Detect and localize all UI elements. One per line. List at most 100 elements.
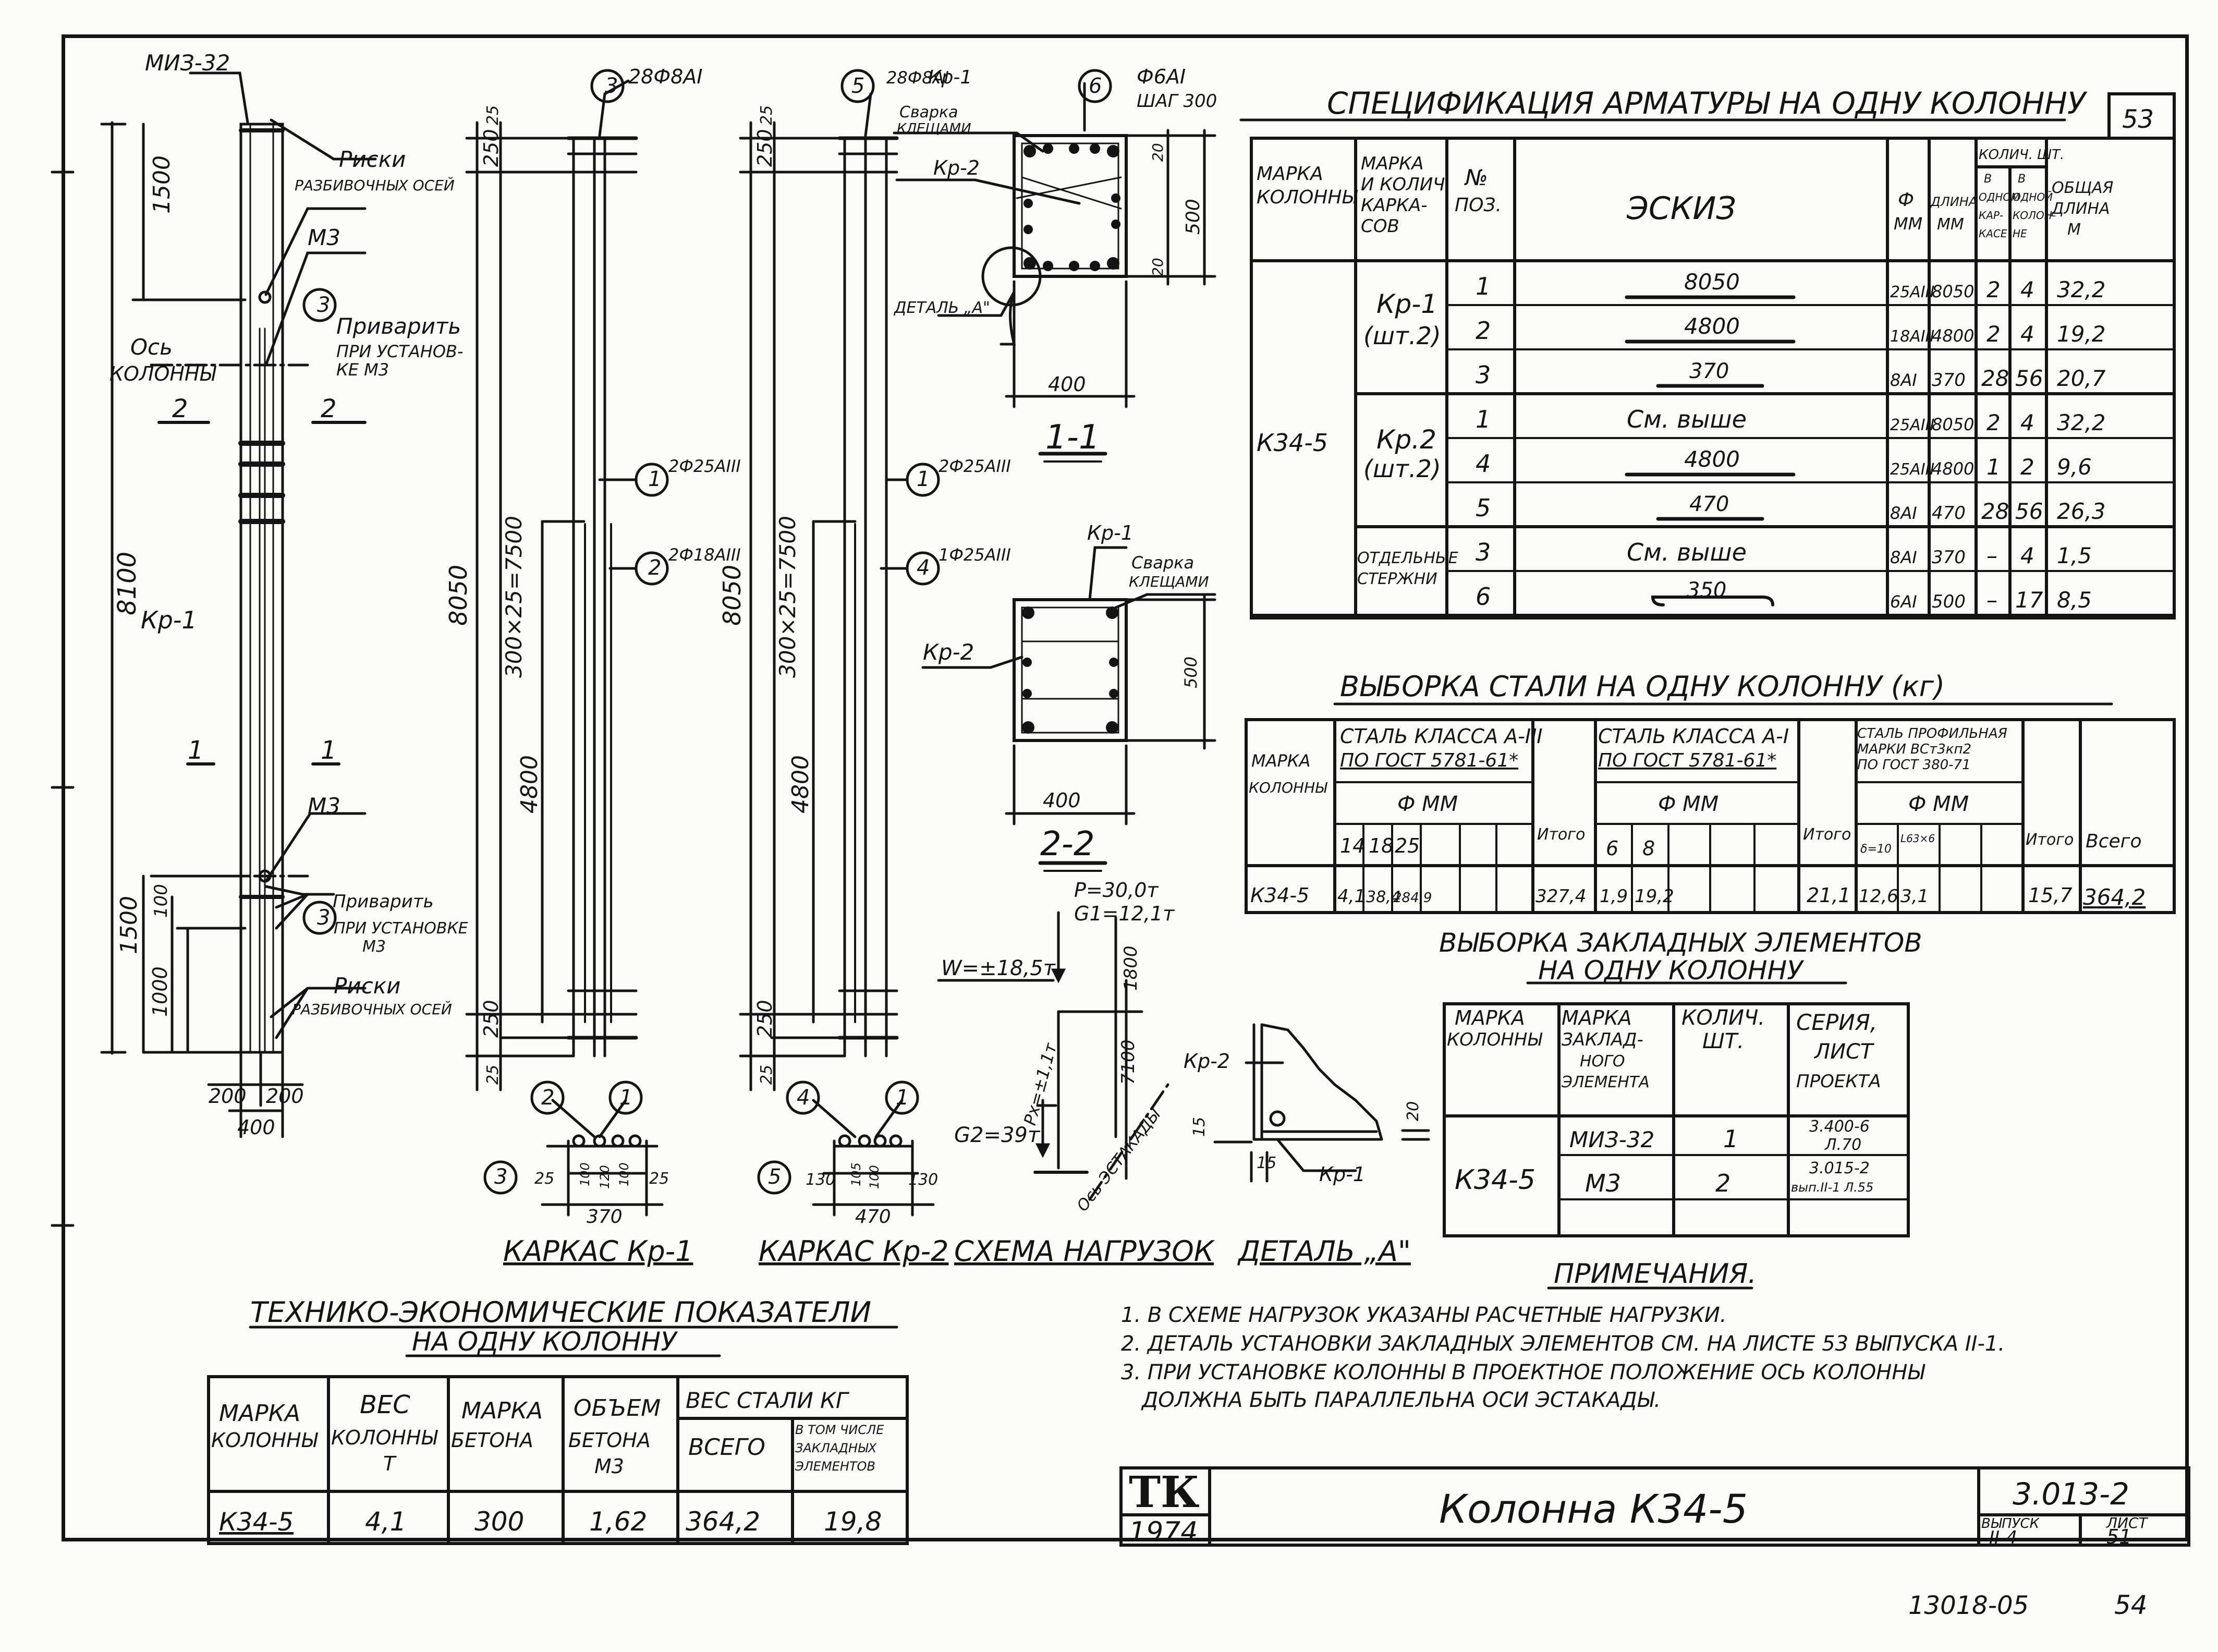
steel-title: ВЫБОРКА СТАЛИ НА ОДНУ КОЛОННУ (кг) [1340, 670, 1945, 703]
spec-h-qtya-1: ОДНОМ [1979, 191, 2020, 203]
kr1-dim-250-bottom: 250 [480, 1000, 503, 1038]
steel-d-a3-1: 18 [1369, 834, 1394, 857]
embed-h-mark-1: КОЛОННЫ [1447, 1029, 1543, 1050]
spec-title: СПЕЦИФИКАЦИЯ АРМАТУРЫ НА ОДНУ КОЛОННУ [1327, 86, 2088, 121]
steel-d-a3-2: 25 [1395, 834, 1420, 857]
spec-group-2-l2: СТЕРЖНИ [1357, 570, 1437, 588]
loads-title: СХЕМА НАГРУЗОК [954, 1235, 1215, 1268]
spec-h-frames-0: МАРКА [1361, 153, 1424, 174]
steel-h-a3-1: ПО ГОСТ 5781-61* [1340, 750, 1518, 771]
kr1-dim-pitch: 300×25=7500 [501, 516, 527, 678]
embed-h-series-0: СЕРИЯ, [1796, 1010, 1877, 1035]
pri-ustanov-top-b: КЕ М3 [336, 360, 389, 380]
spec-dia: 8АI [1890, 503, 1917, 523]
s22-svarka: Сварка [1131, 553, 1194, 573]
tep-r-embedded: 19,8 [824, 1507, 882, 1537]
spec-pos: 5 [1476, 494, 1491, 522]
steel-h-itogo-prof: Итого [2026, 831, 2074, 849]
spec-h-total-2: М [2067, 221, 2081, 239]
s11-dim-500: 500 [1183, 199, 1204, 235]
kr1-sec-dim-1: 100 [578, 1162, 592, 1186]
spec-total: 1,5 [2057, 543, 2092, 568]
s22-dim-400: 400 [1043, 789, 1081, 812]
spec-dia: 25АIII [1890, 283, 1934, 301]
razb-osei-top: РАЗБИВОЧНЫХ ОСЕЙ [295, 176, 455, 194]
spec-qty-a: – [1987, 543, 1997, 568]
spec-pos: 1 [1476, 272, 1491, 300]
tep-table-grid [207, 1326, 909, 1545]
spec-group-2-l1: ОТДЕЛЬНЫЕ [1357, 549, 1458, 567]
title-block-name: Колонна К34-5 [1439, 1486, 1748, 1532]
spec-qty-a: 28 [1981, 366, 2009, 391]
axis-label: Ось [130, 334, 173, 360]
kr1-sec-total: 370 [587, 1206, 623, 1228]
embed-h-emark-1: ЗАКЛАД- [1562, 1029, 1643, 1050]
spec-sketch: 350 [1687, 578, 1726, 602]
steel-h-a1-0: СТАЛЬ КЛАССА А-I [1598, 725, 1789, 748]
steel-h-mark-1: КОЛОННЫ [1249, 779, 1327, 796]
tep-h-volume-2: М3 [594, 1455, 624, 1478]
spec-h-mark-1: КОЛОННЫ [1257, 187, 1358, 208]
spec-total: 8,5 [2057, 587, 2092, 613]
privarit-label-top: Приварить [336, 313, 461, 339]
kr1-sec-dim-0: 25 [534, 1170, 554, 1188]
embed-qty-0: 1 [1723, 1125, 1738, 1153]
kr1-sec-dim-4: 25 [649, 1170, 669, 1188]
spec-h-qtyb-1: ОДНОЙ [2013, 191, 2053, 203]
steel-h-a3-0: СТАЛЬ КЛАССА А-III [1340, 725, 1542, 748]
s11-dim-20-bottom: 20 [1149, 258, 1166, 276]
steel-h-a1-1: ПО ГОСТ 5781-61* [1598, 750, 1776, 771]
kr2-dim-8050: 8050 [718, 565, 746, 626]
kr2-pos4-label: 1Ф25АIII [939, 545, 1011, 565]
spec-h-dia-1: ММ [1894, 214, 1922, 234]
kr2-sec-pos5: 5 [768, 1165, 781, 1189]
spec-len: 470 [1932, 503, 1966, 524]
steel-h-fmm-a1: Ф ММ [1658, 792, 1719, 816]
s11-pos6-step: ШАГ 300 [1137, 91, 1217, 112]
title-block-year: 1974 [1129, 1516, 1198, 1548]
elevation-top-mark: МИЗ-32 [145, 50, 230, 76]
spec-qty-b: 4 [2020, 543, 2034, 568]
steel-table-grid [1245, 702, 2176, 914]
embed-qty-1: 2 [1715, 1169, 1730, 1197]
kr1-pos3-number: 3 [605, 74, 618, 98]
spec-h-qtya-2: КАР- [1979, 209, 2003, 222]
spec-pos: 3 [1476, 361, 1491, 389]
s11-pos6-label: Ф6АI [1137, 65, 1186, 88]
embed-h-mark-0: МАРКА [1455, 1006, 1525, 1029]
spec-dia: 8АI [1890, 548, 1917, 567]
kr1-sec-dim-2: 120 [598, 1165, 612, 1189]
kr1-pos2-label: 2Ф18АIII [668, 545, 741, 565]
spec-len: 8050 [1932, 415, 1974, 434]
spec-h-total-0: ОБЩАЯ [2052, 179, 2114, 197]
steel-r-grand: 364,2 [2083, 884, 2146, 910]
steel-h-vsego: Всего [2086, 831, 2142, 852]
title-block-series: 3.013-2 [2013, 1476, 2129, 1512]
kr2-dim-250-bottom: 250 [753, 1000, 776, 1038]
m3-bottom-short: М3 [362, 938, 386, 956]
embed-s1-1: 3.015-2 [1809, 1159, 1870, 1177]
kr2-dim-4800: 4800 [787, 755, 814, 813]
s11-svarka: Сварка [899, 103, 958, 122]
spec-total: 20,7 [2057, 366, 2106, 391]
kr1-sec-pos2: 2 [541, 1086, 554, 1110]
kr2-pos4-number: 4 [917, 556, 930, 580]
sheet-corner-number: 53 [2122, 105, 2154, 134]
embed-title-1: ВЫБОРКА ЗАКЛАДНЫХ ЭЛЕМЕНТОВ [1439, 928, 1922, 958]
kr1-pos2-number: 2 [648, 556, 661, 580]
dim-200-right: 200 [266, 1085, 304, 1108]
embed-title-2: НА ОДНУ КОЛОННУ [1538, 955, 1805, 986]
tep-h-steel: ВЕС СТАЛИ КГ [686, 1388, 850, 1413]
detail-a [1213, 1023, 1430, 1183]
spec-len: 500 [1932, 591, 1966, 612]
spec-qty-a: – [1987, 587, 1997, 613]
steel-h-fmm-prof: Ф ММ [1908, 792, 1969, 816]
detail-title: ДЕТАЛЬ „А" [1237, 1235, 1411, 1268]
load-w: W=±18,5т [941, 956, 1056, 980]
embed-h-qty-0: КОЛИЧ. [1681, 1006, 1765, 1030]
load-scheme [937, 911, 1169, 1201]
dim-100: 100 [151, 884, 172, 918]
spec-sketch: 370 [1689, 359, 1729, 383]
steel-d-prof-0: δ=10 [1860, 843, 1892, 856]
dim-1500-bottom: 1500 [116, 896, 142, 954]
